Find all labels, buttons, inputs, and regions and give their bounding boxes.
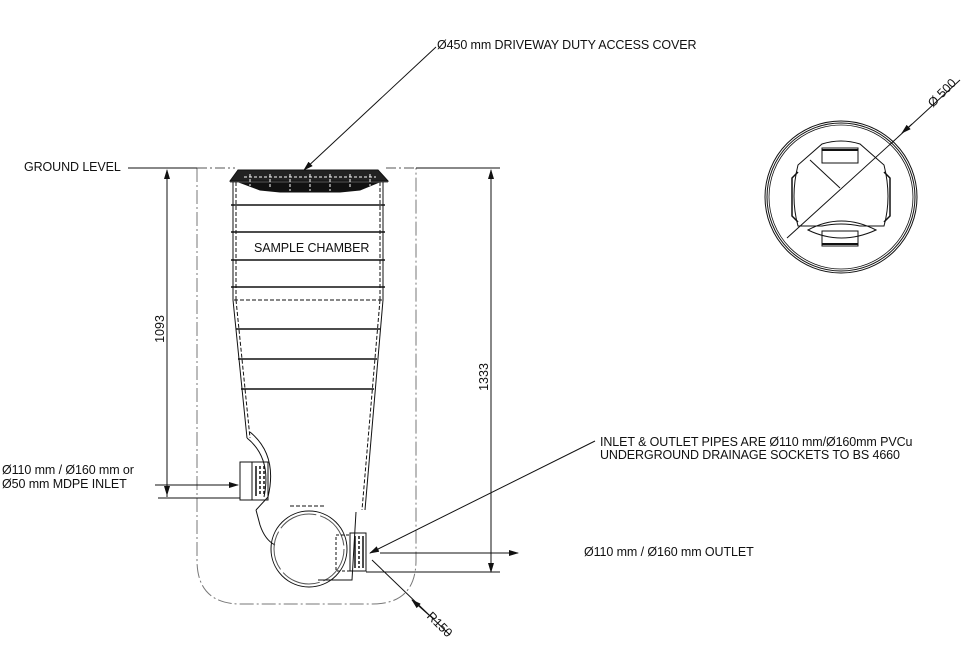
chamber-label: SAMPLE CHAMBER (254, 241, 370, 255)
access-cover (229, 169, 390, 193)
dimension-1093 (158, 169, 240, 499)
pipes-note-line1: INLET & OUTLET PIPES ARE Ø110 mm/Ø160mm … (600, 435, 913, 449)
dimension-1333-label: 1333 (476, 363, 491, 391)
inlet-label-line1: Ø110 mm / Ø160 mm or (2, 463, 134, 477)
dimension-1333 (366, 169, 500, 573)
plan-view (764, 79, 961, 274)
outlet-bend (270, 505, 367, 588)
inlet-label-line2: Ø50 mm MDPE INLET (2, 477, 127, 491)
pipes-note-line2: UNDERGROUND DRAINAGE SOCKETS TO BS 4660 (600, 448, 900, 462)
access-cover-callout: Ø450 mm DRIVEWAY DUTY ACCESS COVER (437, 38, 697, 52)
chamber-body (231, 182, 385, 511)
ground-level-label: GROUND LEVEL (24, 160, 121, 174)
excavation-outline (196, 168, 417, 605)
inlet-socket (239, 431, 276, 546)
dimension-1093-label: 1093 (152, 315, 167, 343)
leaders (155, 46, 596, 636)
outlet-label: Ø110 mm / Ø160 mm OUTLET (584, 545, 754, 559)
